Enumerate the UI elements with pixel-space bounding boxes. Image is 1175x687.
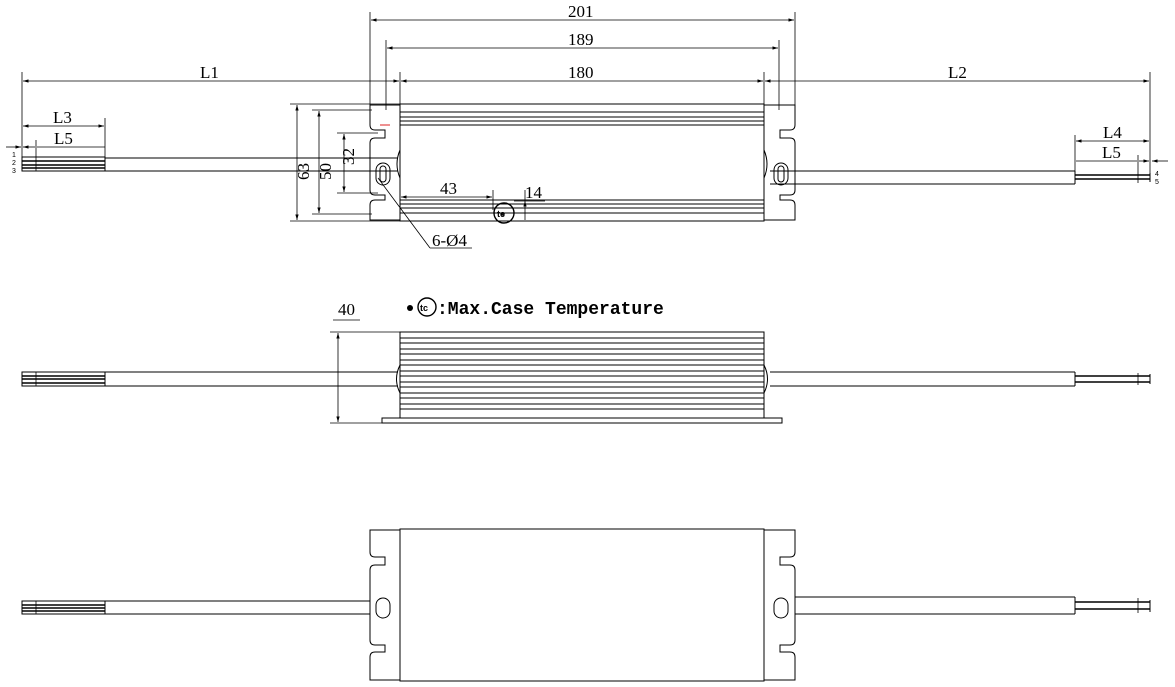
dim-50: 50	[316, 163, 335, 180]
pin-4: 4	[1155, 171, 1159, 178]
dim-14: 14	[525, 183, 543, 202]
dim-l4: L4	[1103, 123, 1122, 142]
dim-189: 189	[568, 30, 594, 49]
dim-l5-left: L5	[54, 129, 73, 148]
top-view: tc	[21, 103, 1151, 224]
dim-201: 201	[568, 2, 594, 21]
dim-32: 32	[339, 148, 358, 165]
legend: tc :Max.Case Temperature	[407, 297, 664, 320]
dim-holes: 6-Ø4	[432, 231, 467, 250]
svg-text:tc: tc	[497, 209, 505, 219]
dim-l5-right: L5	[1102, 143, 1121, 162]
bottom-view	[21, 528, 1151, 682]
side-body	[399, 331, 765, 419]
dim-l1: L1	[200, 63, 219, 82]
tc-marker: tc	[493, 202, 515, 224]
right-flange	[764, 104, 796, 221]
pin-1: 1	[12, 152, 16, 159]
bottom-body	[399, 528, 765, 682]
dim-l3: L3	[53, 108, 72, 127]
legend-text: :Max.Case Temperature	[437, 300, 664, 320]
side-view: 40	[21, 300, 1151, 424]
dim-43: 43	[440, 179, 457, 198]
pin-3: 3	[12, 168, 16, 175]
right-wire-ends	[1075, 172, 1151, 183]
dim-180: 180	[568, 63, 594, 82]
legend-symbol: tc	[420, 303, 428, 313]
top-dimensions	[6, 12, 1168, 249]
dim-63: 63	[294, 163, 313, 180]
tc-legend-icon	[417, 297, 437, 317]
dim-40: 40	[338, 300, 355, 319]
dim-l2: L2	[948, 63, 967, 82]
pin-5: 5	[1155, 179, 1159, 186]
pin-2: 2	[12, 160, 16, 167]
left-wire-ends	[21, 156, 106, 172]
left-flange	[369, 104, 400, 221]
top-body	[399, 103, 765, 222]
